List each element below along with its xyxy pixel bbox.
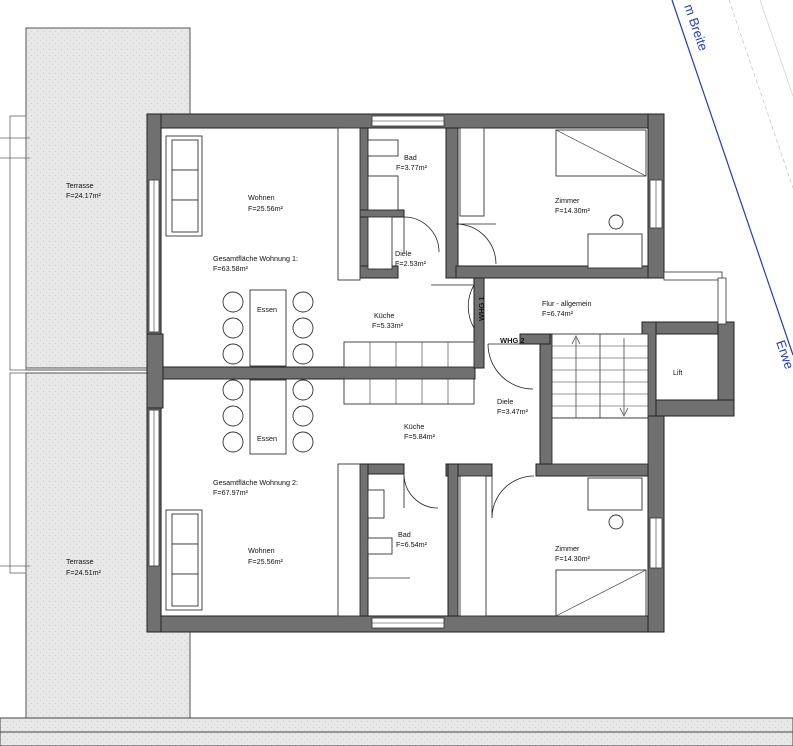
wg1-label: WHG 1 [477, 296, 486, 321]
chair-zimmer2 [608, 514, 624, 530]
door-wg2 [487, 343, 534, 390]
kueche2-name: Küche [404, 422, 424, 431]
essen2-name: Essen [257, 434, 277, 443]
zimmer2-area: F=14.30m² [555, 554, 591, 563]
wall-bad1-west [359, 127, 369, 271]
wall-zimmer1-south [455, 265, 649, 279]
wall-left-1 [9, 115, 27, 371]
bad2-area: F=6.54m² [396, 540, 428, 549]
property-line [728, 0, 793, 189]
diele2-name: Diele [497, 397, 513, 406]
cabinet-diele1 [367, 216, 393, 270]
diele1-name: Diele [395, 249, 411, 258]
wardrobe-zimmer1 [459, 127, 485, 217]
door-bad1 [403, 216, 440, 253]
zimmer1-area: F=14.30m² [555, 206, 591, 215]
terrace-1-name: Terrasse [66, 181, 94, 190]
desk-zimmer1 [587, 233, 643, 269]
furniture-unit1 [165, 127, 647, 368]
staircase [551, 333, 649, 465]
flur-name: Flur - allgemein [542, 299, 592, 308]
wg2-label: WHG 2 [500, 336, 525, 345]
wardrobe-zimmer2 [459, 475, 487, 617]
wohnen1-area: F=25.56m² [248, 204, 284, 213]
wall-west-pier [146, 333, 164, 409]
table-essen2 [249, 379, 287, 455]
window-flur [663, 271, 723, 281]
table-essen1 [249, 289, 287, 367]
bad2-name: Bad [398, 530, 411, 539]
windows [148, 115, 727, 629]
terraces: Terrasse F=24.17m² Terrasse F=24.51m² [0, 27, 793, 746]
terrace-2-name: Terrasse [66, 557, 94, 566]
essen1-name: Essen [257, 305, 277, 314]
wohnen2-area: F=25.56m² [248, 557, 284, 566]
zimmer1-name: Zimmer [555, 196, 580, 205]
wall-unit-divider [160, 366, 476, 380]
wall-zimmer1-west [445, 127, 459, 279]
door-zimmer1 [455, 223, 497, 265]
wall-zimmer2-north [535, 463, 649, 477]
door-zimmer2 [491, 475, 535, 519]
labels-common: Flur - allgemein F=6.74m² Lift WHG 1 WHG… [477, 296, 682, 377]
terrace-1-area: F=24.17m² [66, 191, 102, 200]
wall-zimmer2-west [447, 463, 459, 617]
wall-bad1-south [359, 209, 405, 218]
flur-area: F=6.74m² [542, 309, 574, 318]
walls [146, 113, 735, 633]
shower-bad1 [367, 175, 399, 211]
labels-unit2: Wohnen F=25.56m² Gesamtfläche Wohnung 2:… [213, 397, 591, 566]
kueche1-area: F=5.33m² [372, 321, 404, 330]
wohnen2-name: Wohnen [248, 546, 275, 555]
site-context: m Breite Erwe [671, 0, 793, 371]
counter-kueche1 [343, 341, 475, 368]
sink-bad1 [367, 139, 399, 157]
window-flur-east [717, 277, 727, 325]
doors [403, 216, 535, 519]
bad1-name: Bad [404, 153, 417, 162]
terrace-2-area: F=24.51m² [66, 568, 102, 577]
unit2-total-label: Gesamtfläche Wohnung 2: [213, 478, 298, 487]
door-wg1 [431, 284, 475, 329]
wohnen1-name: Wohnen [248, 193, 275, 202]
wall-stair-top [519, 333, 551, 345]
sink-bad2 [367, 537, 393, 555]
street-label-top: m Breite [681, 2, 711, 53]
wall-left-2 [9, 372, 27, 574]
wall-stair-west [539, 333, 553, 465]
diele2-area: F=3.47m² [497, 407, 529, 416]
property-line-2 [759, 0, 793, 97]
diele1-area: F=2.53m² [395, 259, 427, 268]
furniture-unit2 [165, 378, 647, 617]
bad1-area: F=3.77m² [396, 163, 428, 172]
wall-wg-divider [473, 277, 485, 369]
chair-zimmer1 [608, 214, 624, 230]
stair-landing [551, 417, 649, 465]
street-label-right: Erwe [773, 338, 793, 371]
shower-bad2 [367, 489, 385, 519]
street-line [671, 0, 793, 356]
labels-unit1: Wohnen F=25.56m² Gesamtfläche Wohnung 1:… [213, 153, 591, 330]
wardrobe-1 [337, 127, 361, 281]
lift-label: Lift [673, 370, 682, 377]
lift-wall-bottom [655, 399, 735, 417]
unit2-total-area: F=67.97m² [213, 488, 249, 497]
wall-bad2-west [359, 463, 369, 617]
counter-kueche2 [343, 378, 475, 405]
kueche1-name: Küche [374, 311, 394, 320]
unit1-total-area: F=63.58m² [213, 264, 249, 273]
wardrobe-2 [337, 463, 361, 617]
unit1-total-label: Gesamtfläche Wohnung 1: [213, 254, 298, 263]
door-bad2 [403, 473, 439, 509]
kueche2-area: F=5.84m² [404, 432, 436, 441]
desk-zimmer2 [587, 477, 643, 511]
zimmer2-name: Zimmer [555, 544, 580, 553]
